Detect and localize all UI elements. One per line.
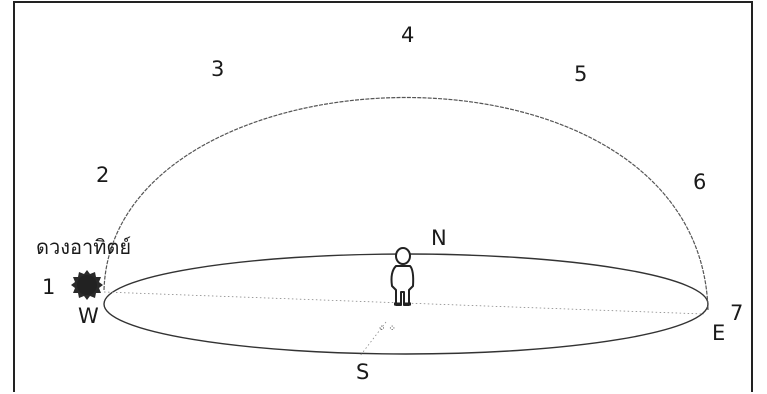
sun-label: ดวงอาทิตย์ bbox=[36, 235, 131, 259]
position-label-3: 3 bbox=[211, 57, 224, 81]
sun-path-arc bbox=[103, 96, 709, 311]
position-label-6: 6 bbox=[693, 170, 706, 194]
position-label-2: 2 bbox=[96, 163, 109, 187]
sun-icon bbox=[71, 270, 103, 300]
direction-south: S bbox=[356, 360, 369, 384]
position-label-7: 7 bbox=[730, 301, 743, 325]
position-label-4: 4 bbox=[401, 23, 414, 47]
south-line bbox=[359, 321, 387, 357]
direction-north: N bbox=[431, 226, 447, 250]
observer-person-icon bbox=[390, 247, 415, 306]
position-label-5: 5 bbox=[574, 62, 587, 86]
ground-marks: ⁘ ⁘ bbox=[378, 324, 396, 334]
diagram-border bbox=[13, 1, 753, 392]
position-label-1: 1 bbox=[42, 275, 55, 299]
direction-east: E bbox=[712, 321, 725, 345]
direction-west: W bbox=[78, 304, 99, 328]
